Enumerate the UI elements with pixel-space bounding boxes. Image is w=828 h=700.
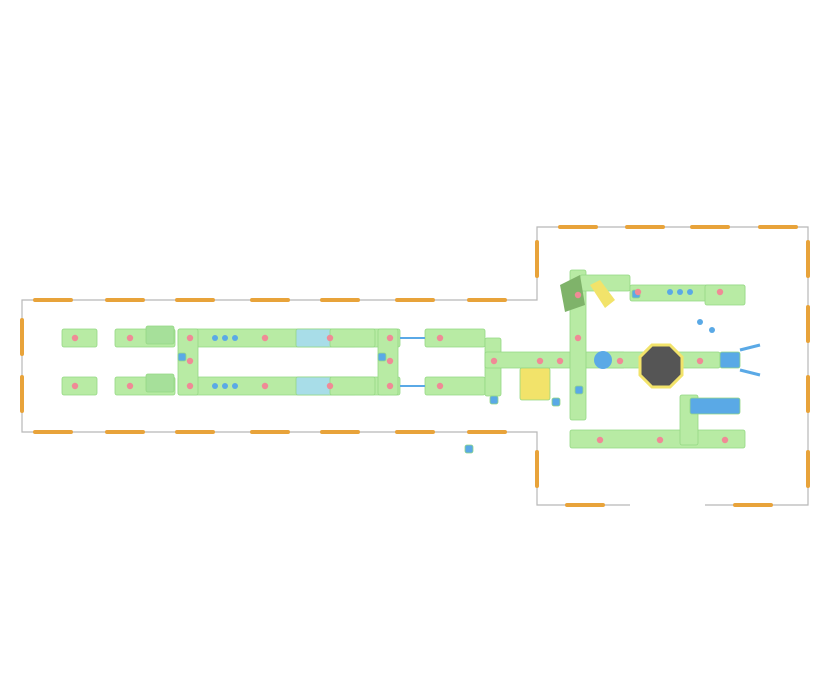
marker bbox=[556, 357, 564, 365]
buoy bbox=[250, 430, 290, 434]
marker bbox=[386, 334, 394, 342]
buoy-ball bbox=[687, 289, 693, 295]
inflatable-module bbox=[689, 397, 741, 415]
inflatable-module bbox=[61, 376, 98, 396]
marker bbox=[656, 436, 664, 444]
buoy-ball bbox=[212, 383, 218, 389]
buoy bbox=[467, 298, 507, 302]
marker bbox=[186, 334, 194, 342]
slide bbox=[590, 280, 615, 308]
inflatable-module bbox=[329, 328, 376, 348]
inflatable-module bbox=[145, 325, 175, 345]
buoy bbox=[806, 305, 810, 343]
buoy bbox=[320, 298, 360, 302]
marker bbox=[261, 382, 269, 390]
marker bbox=[634, 288, 642, 296]
buoy bbox=[565, 503, 605, 507]
buoy bbox=[175, 430, 215, 434]
buoy-ball bbox=[212, 335, 218, 341]
inflatable-module bbox=[719, 351, 741, 369]
buoy-ball bbox=[697, 319, 703, 325]
inflatable-module bbox=[704, 284, 746, 306]
buoy bbox=[806, 375, 810, 413]
marker bbox=[326, 382, 334, 390]
buoy bbox=[467, 430, 507, 434]
buoy bbox=[20, 375, 24, 413]
buoy-ball bbox=[677, 289, 683, 295]
inflatable-module bbox=[329, 376, 376, 396]
inflatable-modules bbox=[61, 269, 761, 454]
buoy bbox=[320, 430, 360, 434]
marker bbox=[261, 334, 269, 342]
marker bbox=[574, 291, 582, 299]
marker bbox=[186, 357, 194, 365]
buoy bbox=[806, 240, 810, 278]
buoy bbox=[395, 430, 435, 434]
buoy bbox=[250, 298, 290, 302]
buoy bbox=[33, 298, 73, 302]
inflatable-module bbox=[61, 328, 98, 348]
marker bbox=[386, 382, 394, 390]
buoy bbox=[558, 225, 598, 229]
buoy bbox=[806, 450, 810, 488]
buoy-ball bbox=[232, 335, 238, 341]
inflatable-module bbox=[574, 385, 584, 395]
buoy bbox=[690, 225, 730, 229]
buoy-ball bbox=[232, 383, 238, 389]
marker bbox=[436, 334, 444, 342]
inflatable-module bbox=[519, 367, 551, 401]
buoy bbox=[20, 318, 24, 356]
marker bbox=[490, 357, 498, 365]
inflatable-module bbox=[377, 352, 387, 362]
marker bbox=[71, 334, 79, 342]
buoy bbox=[395, 298, 435, 302]
inflatable-module bbox=[464, 444, 474, 454]
inflatable-module bbox=[489, 395, 499, 405]
buoy bbox=[535, 450, 539, 488]
buoy bbox=[105, 298, 145, 302]
marker bbox=[71, 382, 79, 390]
buoy bbox=[535, 240, 539, 278]
buoy-ball bbox=[667, 289, 673, 295]
marker bbox=[126, 334, 134, 342]
marker bbox=[186, 382, 194, 390]
inflatable-module bbox=[424, 328, 486, 348]
marker bbox=[386, 357, 394, 365]
marker bbox=[696, 357, 704, 365]
marker bbox=[126, 382, 134, 390]
marker bbox=[721, 436, 729, 444]
trampoline bbox=[594, 351, 612, 369]
inflatable-module bbox=[424, 376, 486, 396]
marker bbox=[616, 357, 624, 365]
inflatable-module bbox=[177, 352, 187, 362]
buoy bbox=[33, 430, 73, 434]
buoy bbox=[175, 298, 215, 302]
marker bbox=[326, 334, 334, 342]
buoy-ball bbox=[222, 335, 228, 341]
marker bbox=[536, 357, 544, 365]
buoy bbox=[758, 225, 798, 229]
buoy-ball bbox=[709, 327, 715, 333]
buoy bbox=[733, 503, 773, 507]
marker bbox=[596, 436, 604, 444]
climbing-frame bbox=[739, 343, 761, 377]
inflatable-module bbox=[551, 397, 561, 407]
anchor-markers bbox=[71, 288, 729, 444]
inflatable-module bbox=[145, 373, 175, 393]
buoy-ball bbox=[222, 383, 228, 389]
buoy bbox=[625, 225, 665, 229]
slide bbox=[560, 275, 585, 312]
tower bbox=[638, 343, 684, 389]
boundary-buoys bbox=[20, 225, 810, 507]
marker bbox=[574, 334, 582, 342]
marker bbox=[436, 382, 444, 390]
buoy bbox=[105, 430, 145, 434]
marker bbox=[716, 288, 724, 296]
